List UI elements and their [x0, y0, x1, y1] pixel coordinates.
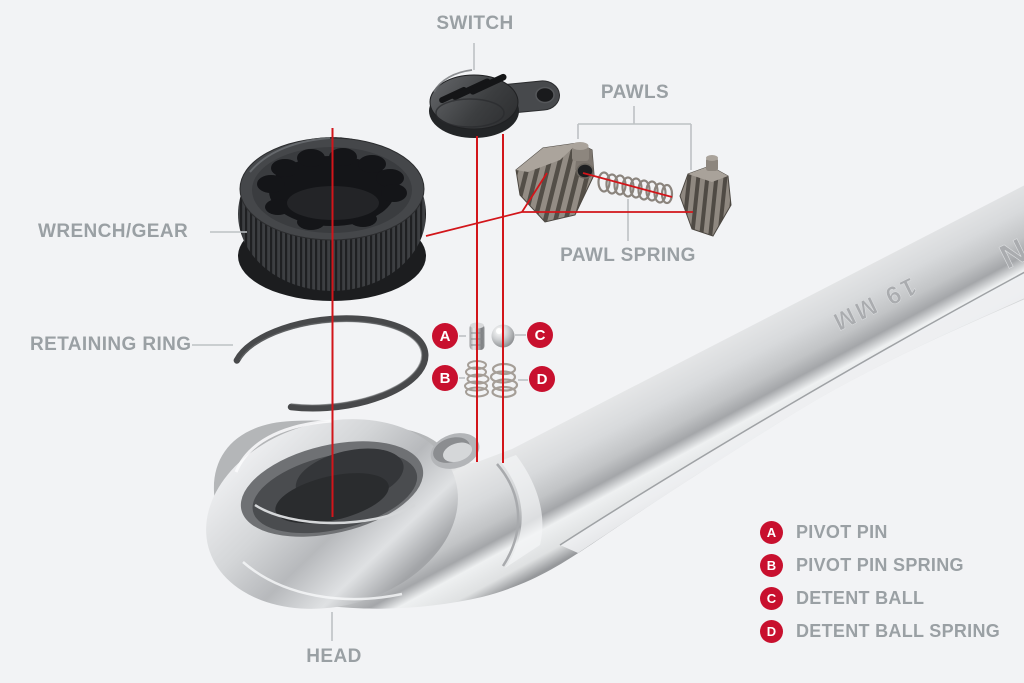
- label-wrench-gear: WRENCH/GEAR: [38, 221, 189, 242]
- pawl-left-part: [515, 142, 595, 223]
- legend-label-detent-ball-spring: DETENT BALL SPRING: [796, 621, 1001, 641]
- legend-row-pivot-pin-spring: B PIVOT PIN SPRING: [760, 554, 1000, 577]
- legend-badge-c: C: [760, 587, 783, 610]
- diagram-badge-c: C: [527, 322, 553, 348]
- handle-bevel: [560, 272, 1024, 553]
- legend-row-detent-ball: C DETENT BALL: [760, 587, 1000, 610]
- diagram-badge-a: A: [432, 323, 458, 349]
- switch-grip-slots: [439, 73, 507, 104]
- detent-ball-specular: [496, 328, 502, 334]
- legend-badge-a: A: [760, 521, 783, 544]
- gear-to-pawls-line: [425, 172, 693, 237]
- label-head: HEAD: [306, 646, 362, 667]
- label-retaining-ring: RETAINING RING: [30, 334, 192, 355]
- label-pawls: PAWLS: [600, 82, 670, 103]
- red-alignment-lines: [331, 128, 693, 517]
- head-top-highlight: [234, 419, 333, 473]
- handle-seam: [559, 271, 1024, 546]
- legend-label-pivot-pin: PIVOT PIN: [796, 522, 888, 542]
- gray-callout-lines: [192, 43, 692, 641]
- pawls-bracket: [577, 106, 692, 170]
- legend-label-pivot-pin-spring: PIVOT PIN SPRING: [796, 555, 964, 575]
- legend: A PIVOT PIN B PIVOT PIN SPRING C DETENT …: [760, 521, 1000, 643]
- pawl-spring-part: [597, 171, 674, 205]
- pawl-right-part: [679, 155, 732, 237]
- switch-part: [429, 69, 560, 138]
- diagram-badge-d: D: [529, 366, 555, 392]
- retaining-ring-part: [233, 315, 429, 412]
- head-bottom-highlight: [242, 561, 403, 601]
- head-ring-hole: [240, 441, 424, 537]
- legend-badge-b: B: [760, 554, 783, 577]
- diagram-badge-b: B: [432, 365, 458, 391]
- label-pawl-spring: PAWL SPRING: [560, 245, 696, 266]
- hole-inner-highlight: [254, 503, 416, 525]
- neck-chamfer: [500, 455, 543, 568]
- wrench-body: 19 MM N: [206, 185, 1024, 609]
- legend-badge-d: D: [760, 620, 783, 643]
- label-switch: SWITCH: [436, 13, 514, 34]
- legend-row-pivot-pin: A PIVOT PIN: [760, 521, 1000, 544]
- pawl-spring-line: [582, 172, 673, 198]
- neck-crescent: [496, 463, 520, 567]
- legend-row-detent-ball-spring: D DETENT BALL SPRING: [760, 620, 1000, 643]
- legend-label-detent-ball: DETENT BALL: [796, 588, 925, 608]
- pawl-pocket-hole: [430, 433, 480, 469]
